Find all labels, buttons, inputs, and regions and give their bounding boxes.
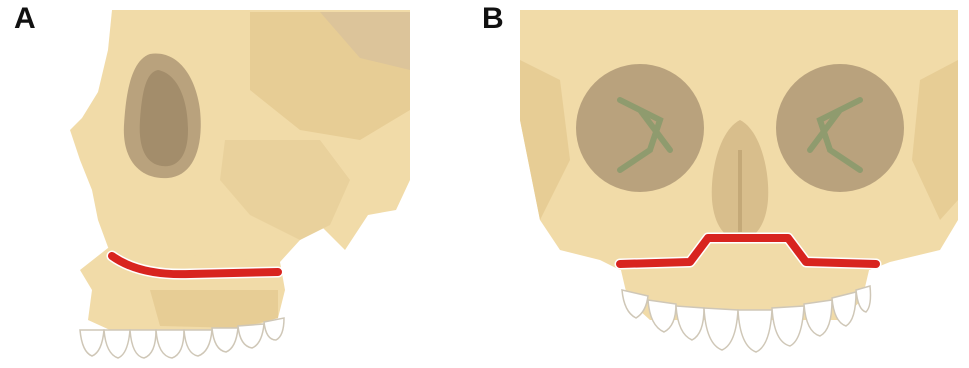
lateral-skull — [70, 10, 410, 358]
lateral-maxilla-shade — [150, 290, 278, 328]
frontal-orbit-left — [576, 64, 704, 192]
frontal-skull — [520, 10, 958, 352]
frontal-orbit-right — [776, 64, 904, 192]
